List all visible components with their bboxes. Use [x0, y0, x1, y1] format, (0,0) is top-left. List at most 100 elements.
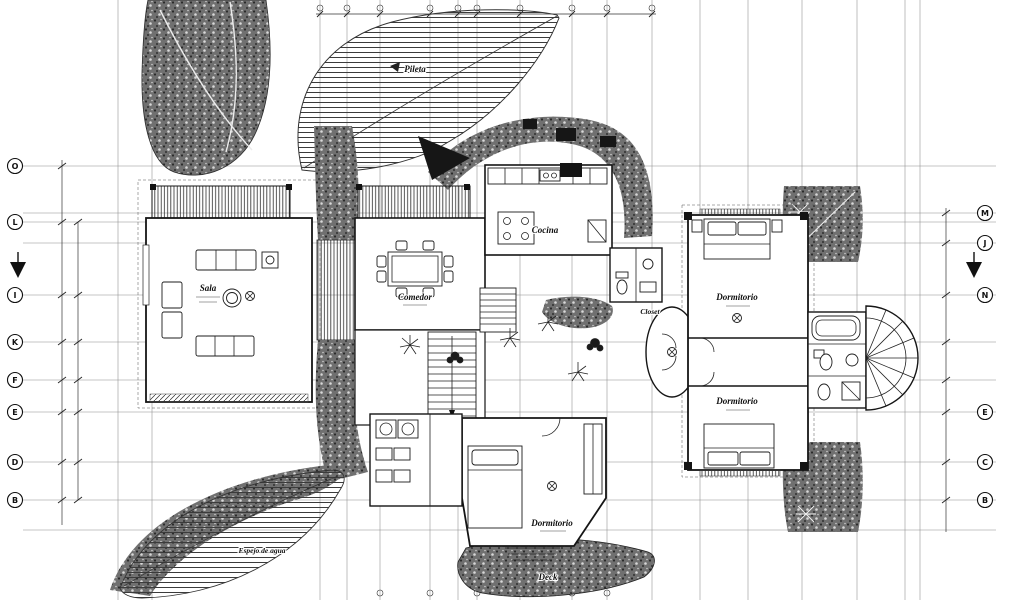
- grid-letter: M: [981, 209, 989, 218]
- grid-letter: O: [12, 162, 19, 171]
- grid-bubble: M: [976, 204, 994, 222]
- wardrobe-icon: [583, 423, 603, 495]
- bidet-icon: [817, 383, 831, 401]
- section-marker-right: [966, 252, 982, 278]
- washer-icon: [397, 419, 419, 439]
- bed-icon: [703, 423, 775, 469]
- plant-icon: [499, 328, 521, 348]
- grid-letter: K: [12, 338, 19, 347]
- grid-bubble: C: [976, 453, 994, 471]
- grid-bubble: B: [976, 491, 994, 509]
- sofa-icon: [195, 335, 255, 357]
- grid-letter: F: [12, 376, 17, 385]
- grid-bubble: K: [6, 333, 24, 351]
- bed-icon: [691, 218, 783, 260]
- grid-letter: J: [983, 239, 987, 248]
- plant-icon: [399, 335, 421, 355]
- sink-icon: [539, 169, 561, 182]
- semicircular-bay: [865, 305, 919, 411]
- side-table-icon: [261, 251, 279, 269]
- toilet-icon: [813, 349, 833, 371]
- water-mirror-leaf: [119, 469, 345, 599]
- label-bedroom-bottom: Dormitorio: [530, 518, 573, 528]
- plant-icon: [586, 338, 604, 352]
- palm-icon: [796, 505, 816, 523]
- appliance-icon: [560, 163, 582, 177]
- oval-foyer: [645, 306, 699, 398]
- window: [142, 244, 150, 306]
- label-bedroom-right-top: Dormitorio: [715, 292, 758, 302]
- grid-bubbles-right: M J N E C B: [976, 204, 994, 509]
- grid-bubble: D: [6, 453, 24, 471]
- vanity-icon: [639, 281, 657, 293]
- grid-letter: I: [14, 291, 17, 300]
- grid-letter: E: [12, 408, 17, 417]
- door-swing: [661, 355, 677, 371]
- grid-letter: N: [982, 291, 989, 300]
- room-labels: Pileta Sala Cocina Comedor Closet Dormit…: [199, 63, 760, 583]
- living-room: [142, 184, 313, 403]
- kitchen: [484, 163, 613, 256]
- ceiling-fan-icon: [732, 313, 742, 323]
- deck-leaf: [457, 538, 655, 598]
- dining-table-icon: [376, 240, 454, 298]
- label-pool: Pileta: [404, 64, 426, 74]
- grid-bubble: N: [976, 286, 994, 304]
- grid-letter: B: [982, 496, 988, 505]
- plant-icon: [567, 362, 589, 382]
- courtyard-garden: [399, 312, 604, 382]
- stone-path-center: [314, 126, 368, 482]
- sofa-icon: [195, 249, 257, 271]
- door-swing: [699, 337, 715, 353]
- door-swing: [541, 417, 561, 437]
- sink-icon: [845, 353, 859, 367]
- label-bedroom-right-bottom: Dormitorio: [715, 396, 758, 406]
- stone-patch-courtyard: [542, 296, 613, 329]
- label-water-mirror: Espejo de agua: [237, 546, 285, 555]
- grid-bubble: L: [6, 213, 24, 231]
- coffee-table-icon: [222, 288, 242, 308]
- staircase-upper: [479, 287, 517, 333]
- right-bath-suite: [807, 311, 867, 409]
- grid-bubble: O: [6, 157, 24, 175]
- dining-room: [354, 184, 486, 331]
- label-dining: Comedor: [398, 292, 432, 302]
- roof-outline-left: [137, 179, 321, 409]
- fridge-icon: [587, 219, 607, 243]
- bath-closet-block: [609, 247, 663, 303]
- utility-room: [369, 413, 463, 507]
- door-swing: [661, 333, 677, 349]
- bathtub-icon: [811, 315, 861, 341]
- pool-arrow-icon: [390, 62, 400, 72]
- grid-letter: C: [982, 458, 988, 467]
- ceiling-fan-icon: [667, 347, 677, 357]
- washer-icon: [375, 419, 397, 439]
- grid-bubble: B: [6, 491, 24, 509]
- stone-path-upper-right: [418, 116, 653, 238]
- shower-icon: [841, 381, 861, 401]
- stone-leaf-top-left: [141, 0, 271, 176]
- sink-icon: [642, 258, 654, 270]
- plant-icon: [537, 312, 559, 332]
- armchair-icon: [161, 281, 183, 339]
- grid-bubble: E: [976, 403, 994, 421]
- label-closet: Closet: [640, 307, 660, 316]
- grid-letter: L: [12, 218, 17, 227]
- grid-bubble: I: [6, 286, 24, 304]
- plant-icon: [446, 351, 464, 364]
- bed-icon: [467, 445, 523, 529]
- grid-bubble: F: [6, 371, 24, 389]
- ceiling-fan-icon: [245, 291, 255, 301]
- stove-icon: [497, 211, 535, 245]
- toilet-icon: [615, 271, 629, 295]
- label-kitchen: Cocina: [532, 225, 559, 235]
- grid-bubble: E: [6, 403, 24, 421]
- grid-letter: E: [982, 408, 987, 417]
- grid-bubbles-left: O L I K F E D B: [6, 157, 24, 509]
- deck-steps: [505, 547, 560, 561]
- door-swing: [699, 371, 715, 387]
- label-deck: Deck: [538, 572, 558, 582]
- grid-letter: B: [12, 496, 18, 505]
